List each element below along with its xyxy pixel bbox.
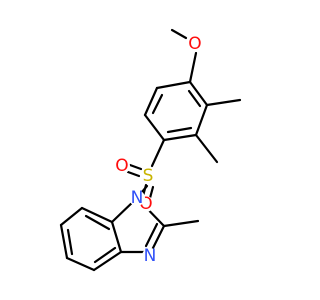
- bond-ring-c6-c1: [155, 80, 192, 90]
- bond-ring-to-sulfur: [150, 138, 166, 168]
- sulfur-label: S: [143, 166, 154, 186]
- bond-benzo-c6-c5: [59, 223, 69, 260]
- bond-benzo-inner-c7a-c7: [84, 214, 111, 231]
- bond-layer: [59, 28, 242, 272]
- bond-c2-to-n3-double: [144, 222, 159, 248]
- imidazole-n3-atom: N: [142, 246, 158, 266]
- bond-ring-c2-c3: [194, 103, 209, 137]
- bond-s-o-left-a: [128, 163, 143, 171]
- bond-benzo-c5-c4: [65, 256, 96, 272]
- bond-ring-to-methyl-lower: [194, 133, 219, 164]
- bond-ring-c4-c5: [143, 113, 166, 142]
- bond-methoxy-o-to-ring: [188, 51, 198, 84]
- imidazole-n1-label: N: [131, 188, 144, 208]
- bond-benzo-c4-c3a: [92, 250, 123, 272]
- bond-ring-inner-c5-c6: [151, 93, 164, 115]
- bond-ring-to-methyl-upper: [205, 98, 242, 107]
- bond-benzo-inner-c6-c5: [66, 228, 74, 256]
- sulfonyl-oxygen-left-label: O: [115, 156, 128, 176]
- imidazole-n3-label: N: [144, 246, 157, 266]
- bond-methyl-to-methoxy-o: [170, 28, 188, 40]
- bond-ring-c1-c2: [188, 80, 209, 107]
- molecule-structure-diagram: O O S O N N: [59, 28, 242, 272]
- bond-ring-c3-c4: [162, 133, 198, 142]
- methoxy-oxygen-label: O: [188, 34, 201, 54]
- bond-c2-to-methyl: [162, 219, 200, 228]
- bond-ring-c5-c6: [143, 86, 159, 117]
- bond-ring-inner-c3-c4: [166, 126, 193, 134]
- bond-s-o-bottom-b: [148, 185, 155, 200]
- methoxy-oxygen-atom: O: [187, 34, 203, 54]
- bond-benzo-c7a-c7: [80, 206, 114, 224]
- bond-s-o-left-b: [126, 170, 141, 178]
- bond-c3a-to-c7a: [110, 220, 123, 254]
- imidazole-n1-atom: N: [129, 188, 145, 208]
- sulfonyl-oxygen-left-atom: O: [114, 156, 130, 176]
- bond-benzo-c7-c6: [59, 206, 84, 227]
- bond-c2-to-n3: [149, 224, 166, 254]
- atom-label-layer: O O S O N N: [114, 34, 203, 266]
- bond-benzo-inner-c4-c3a: [93, 246, 117, 264]
- bond-ring-inner-c1-c2: [187, 89, 202, 108]
- sulfur-atom: S: [140, 166, 156, 186]
